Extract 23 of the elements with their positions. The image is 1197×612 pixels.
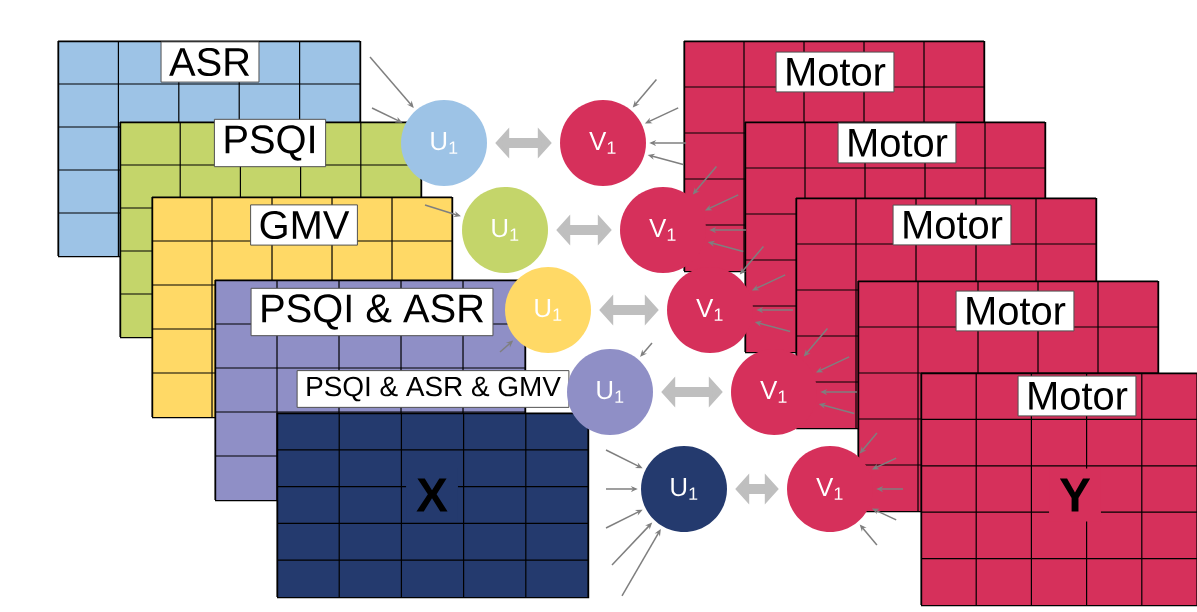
arrow xyxy=(640,342,653,357)
label-box: PSQI xyxy=(213,118,327,168)
label-box: Motor xyxy=(1017,375,1137,417)
label-box: Motor xyxy=(775,51,895,93)
node-label: V$_{1}$ xyxy=(649,219,676,241)
matrix-letter: X xyxy=(406,468,458,522)
label-box: ASR xyxy=(160,41,260,83)
node-label: V$_{1}$ xyxy=(760,381,787,403)
arrow xyxy=(369,56,414,108)
double-arrow xyxy=(495,127,552,159)
double-arrow xyxy=(661,376,723,408)
label-box: PSQI & ASR xyxy=(250,287,494,337)
double-arrow xyxy=(556,214,612,246)
node-label: V$_{1}$ xyxy=(696,299,723,321)
double-arrow xyxy=(735,473,779,505)
label-box: Motor xyxy=(892,204,1012,246)
label-box: Motor xyxy=(955,290,1075,332)
label-box: Motor xyxy=(837,122,957,164)
label-box: GMV xyxy=(250,204,358,246)
label-box: PSQI & ASR & GMV xyxy=(296,370,570,408)
matrix-letter: Y xyxy=(1049,468,1101,522)
double-arrow xyxy=(599,294,659,326)
node-label: V$_{1}$ xyxy=(816,478,843,500)
